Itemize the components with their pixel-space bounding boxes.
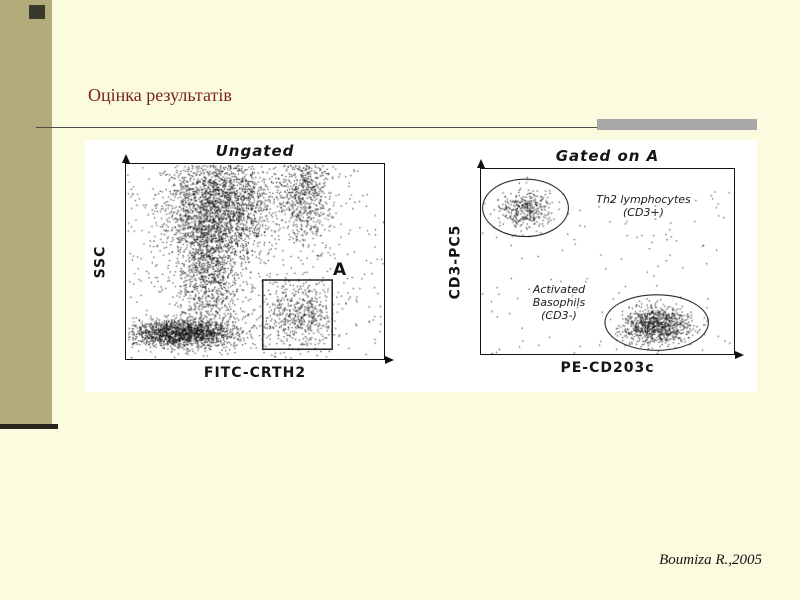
x-axis-arrow-icon [735, 350, 744, 359]
y-axis-arrow-icon [121, 154, 130, 163]
band-base-line [0, 424, 58, 429]
gate-overlay-ungated [261, 279, 333, 351]
plot-area-ungated: A [121, 154, 394, 364]
slide-title: Оцінка результатів [88, 85, 232, 105]
x-axis-label-pe-cd203c: PE-CD203c [560, 360, 655, 376]
y-axis-label-cd3-pc5: CD3-PC5 [447, 224, 464, 299]
scatter-points-canvas-ungated [126, 164, 384, 359]
left-decoration-band [0, 0, 52, 424]
x-axis-arrow-icon [385, 355, 394, 364]
citation: Boumiza R.,2005 [659, 552, 762, 568]
y-axis-label-wrap: SSC [91, 163, 109, 360]
scatter-plot-ungated: Ungated SSC A FITC-CRTH2 [92, 142, 394, 381]
annotation-th2-lymphocytes: Th2 lymphocytes (CD3+) [596, 193, 691, 220]
y-axis-label-wrap: CD3-PC5 [446, 168, 464, 355]
annotation-activated-basophils: Activated Basophils (CD3-) [532, 283, 586, 323]
figure-panel: Ungated SSC A FITC-CRTH2 Gated on A CD3-… [85, 140, 757, 392]
plot-title-gated: Gated on A [555, 147, 660, 165]
cluster-ellipses-overlay [482, 178, 709, 351]
y-axis-arrow-icon [476, 159, 485, 168]
gate-a-label: A [333, 260, 347, 280]
scatter-points-canvas-gated [481, 169, 734, 354]
title-rule-accent-bar [597, 119, 757, 130]
title-rule [36, 127, 746, 128]
x-axis-label-fitc-crth2: FITC-CRTH2 [203, 365, 307, 381]
plot-area-gated: Th2 lymphocytes (CD3+) Activated Basophi… [476, 159, 744, 359]
scatter-plot-gated: Gated on A CD3-PC5 Th2 lymphocytes (CD3+… [447, 147, 744, 376]
y-axis-label-ssc: SSC [92, 245, 108, 278]
plot-title-ungated: Ungated [215, 142, 295, 160]
band-notch-square [29, 5, 45, 19]
